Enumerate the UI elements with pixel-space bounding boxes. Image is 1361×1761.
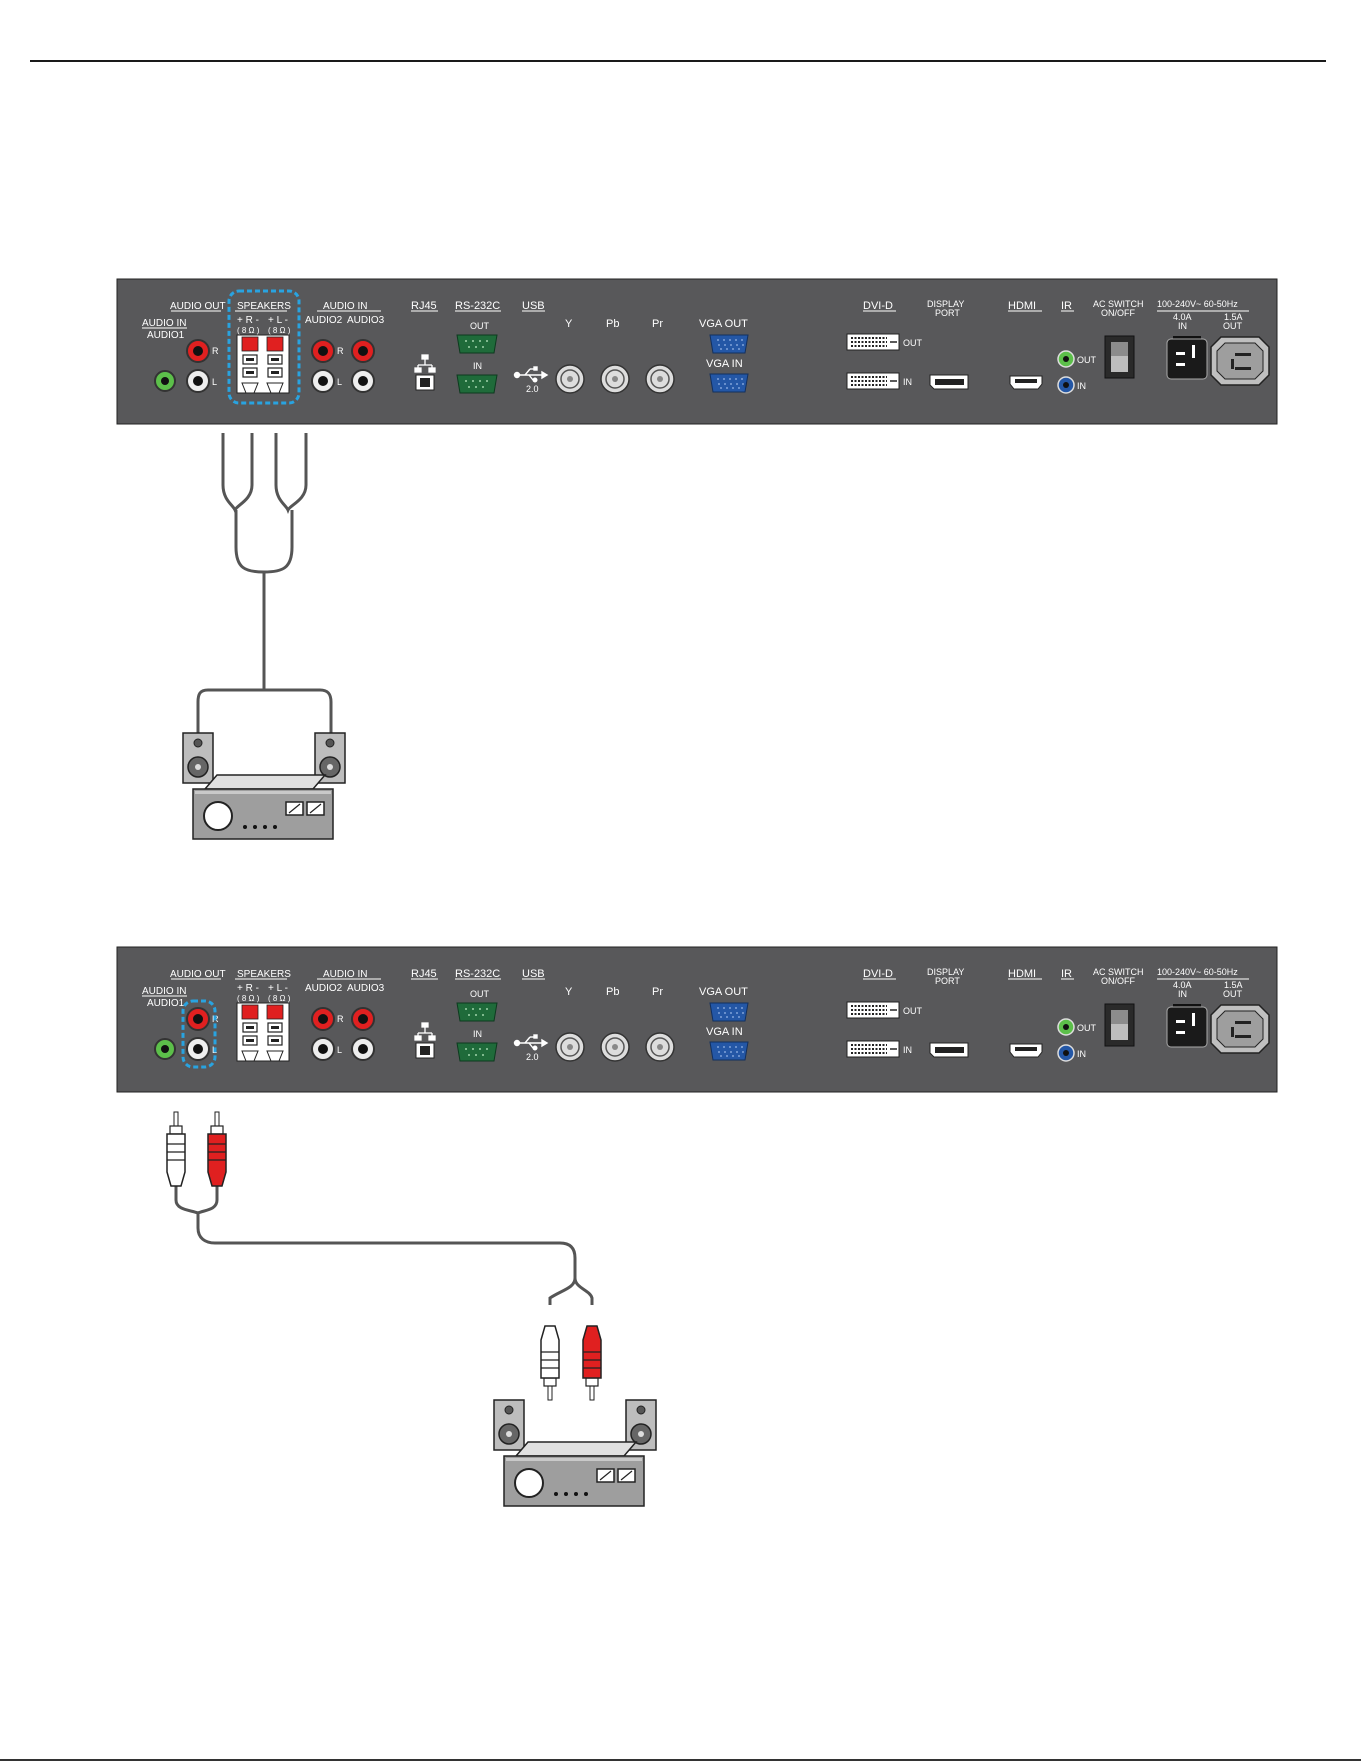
label-display-port-1: DISPLAY	[927, 299, 964, 309]
rca-plug-white-display	[166, 1111, 186, 1187]
panel-labels-2: AUDIO OUT AUDIO IN AUDIO1 SPEAKERS + R -…	[142, 967, 1243, 1062]
label-rs-in: IN	[473, 1029, 482, 1039]
label-y: Y	[565, 986, 573, 998]
label-usb-version: 2.0	[526, 384, 539, 394]
label-vga-in: VGA IN	[706, 1026, 743, 1038]
label-audio-out: AUDIO OUT	[170, 969, 226, 980]
label-power-out-rating: 1.5A	[1224, 312, 1243, 322]
rear-panel-top: AUDIO OUT AUDIO IN AUDIO1 SPEAKERS + R -…	[116, 278, 1278, 425]
label-ac-switch-2: ON/OFF	[1101, 976, 1135, 986]
label-speaker-r: + R -	[237, 315, 259, 326]
label-rs-in: IN	[473, 361, 482, 371]
label-usb-version: 2.0	[526, 1052, 539, 1062]
label-audio2: AUDIO2	[305, 315, 343, 326]
label-vga-out: VGA OUT	[699, 318, 748, 330]
label-ir: IR	[1061, 968, 1072, 980]
label-power-in: IN	[1178, 989, 1187, 999]
label-audio-in-1: AUDIO IN	[142, 986, 186, 997]
label-dvi-d: DVI-D	[863, 968, 893, 980]
label-dvi-in: IN	[903, 377, 912, 387]
label-power-out-rating: 1.5A	[1224, 980, 1243, 990]
label-power-in-rating: 4.0A	[1173, 980, 1192, 990]
label-rca2-l: L	[337, 1045, 342, 1055]
label-speaker-l: + L -	[268, 983, 288, 994]
label-rca2-r: R	[337, 346, 344, 356]
label-dvi-out: OUT	[903, 1006, 923, 1016]
amplifier-bottom	[493, 1399, 657, 1507]
label-audio1: AUDIO1	[147, 330, 185, 341]
label-audio3: AUDIO3	[347, 315, 385, 326]
label-speakers: SPEAKERS	[237, 301, 291, 312]
label-pr: Pr	[652, 986, 663, 998]
label-ir-in: IN	[1077, 1049, 1086, 1059]
rca-plug-red-amp	[582, 1325, 602, 1401]
label-rj45: RJ45	[411, 968, 437, 980]
label-dvi-in: IN	[903, 1045, 912, 1055]
label-rca2-l: L	[337, 377, 342, 387]
label-rj45: RJ45	[411, 300, 437, 312]
label-ir-in: IN	[1077, 381, 1086, 391]
label-ac-switch-1: AC SWITCH	[1093, 967, 1144, 977]
label-audio1: AUDIO1	[147, 998, 185, 1009]
label-rs-out: OUT	[470, 321, 490, 331]
label-rca2-r: R	[337, 1014, 344, 1024]
label-speaker-r: + R -	[237, 983, 259, 994]
label-display-port-1: DISPLAY	[927, 967, 964, 977]
bottom-rule	[0, 1759, 1361, 1761]
top-rule	[30, 60, 1326, 62]
speaker-terminal-highlight	[227, 289, 301, 405]
label-vga-in: VGA IN	[706, 358, 743, 370]
label-speakers: SPEAKERS	[237, 969, 291, 980]
label-ohm-r: ( 8 Ω )	[237, 326, 260, 335]
label-usb: USB	[522, 300, 545, 312]
label-speaker-l: + L -	[268, 315, 288, 326]
label-y: Y	[565, 318, 573, 330]
label-ohm-l: ( 8 Ω )	[268, 326, 291, 335]
amplifier-top	[182, 732, 346, 840]
label-power: 100-240V~ 60-50Hz	[1157, 299, 1238, 309]
label-rca-l: L	[212, 377, 217, 387]
label-pb: Pb	[606, 986, 619, 998]
label-power-in: IN	[1178, 321, 1187, 331]
label-power-out: OUT	[1223, 989, 1243, 999]
label-rs232c: RS-232C	[455, 300, 500, 312]
speaker-wire-cable	[196, 433, 333, 734]
label-ohm-r: ( 8 Ω )	[237, 994, 260, 1003]
label-hdmi: HDMI	[1008, 300, 1036, 312]
label-audio-in-23: AUDIO IN	[323, 969, 367, 980]
label-pb: Pb	[606, 318, 619, 330]
label-rs-out: OUT	[470, 989, 490, 999]
label-power: 100-240V~ 60-50Hz	[1157, 967, 1238, 977]
rca-plug-white-amp	[540, 1325, 560, 1401]
label-vga-out: VGA OUT	[699, 986, 748, 998]
label-ohm-l: ( 8 Ω )	[268, 994, 291, 1003]
label-pr: Pr	[652, 318, 663, 330]
audio-out-highlight	[181, 999, 217, 1069]
label-audio3: AUDIO3	[347, 983, 385, 994]
label-power-out: OUT	[1223, 321, 1243, 331]
rca-plug-red-display	[207, 1111, 227, 1187]
label-rs232c: RS-232C	[455, 968, 500, 980]
label-rca-r: R	[212, 346, 219, 356]
label-ir-out: OUT	[1077, 1023, 1097, 1033]
panel-labels: AUDIO OUT AUDIO IN AUDIO1 SPEAKERS + R -…	[142, 299, 1243, 394]
rear-panel-bottom: AUDIO OUT AUDIO IN AUDIO1 SPEAKERS + R -…	[116, 946, 1278, 1093]
label-audio-in-1: AUDIO IN	[142, 318, 186, 329]
label-usb: USB	[522, 968, 545, 980]
label-hdmi: HDMI	[1008, 968, 1036, 980]
label-display-port-2: PORT	[935, 976, 960, 986]
label-dvi-out: OUT	[903, 338, 923, 348]
label-audio-out: AUDIO OUT	[170, 301, 226, 312]
label-display-port-2: PORT	[935, 308, 960, 318]
label-audio2: AUDIO2	[305, 983, 343, 994]
label-ac-switch-1: AC SWITCH	[1093, 299, 1144, 309]
label-ac-switch-2: ON/OFF	[1101, 308, 1135, 318]
label-audio-in-23: AUDIO IN	[323, 301, 367, 312]
rca-cable	[174, 1185, 594, 1305]
label-power-in-rating: 4.0A	[1173, 312, 1192, 322]
label-ir: IR	[1061, 300, 1072, 312]
label-dvi-d: DVI-D	[863, 300, 893, 312]
label-ir-out: OUT	[1077, 355, 1097, 365]
